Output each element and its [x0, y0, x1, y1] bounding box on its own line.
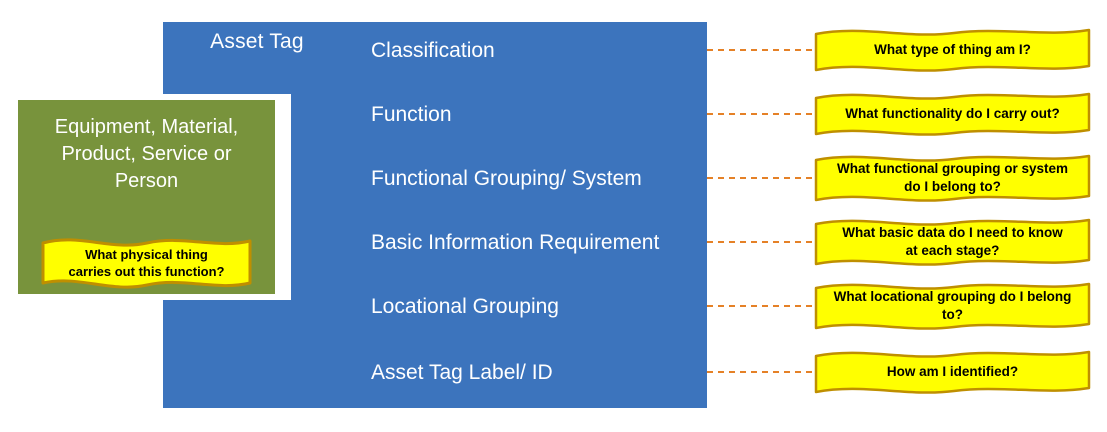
row-label-basic-information: Basic Information Requirement — [371, 230, 660, 254]
connector-functional-grouping — [707, 177, 817, 179]
row-bar-classification[interactable]: Classification — [351, 22, 707, 78]
question-ribbon-classification: What type of thing am I? — [814, 24, 1091, 76]
row-label-asset-tag-label: Asset Tag Label/ ID — [371, 360, 553, 384]
ribbon-shape-icon — [814, 92, 1091, 136]
row-bar-basic-information[interactable]: Basic Information Requirement — [351, 214, 707, 270]
row-bar-functional-grouping[interactable]: Functional Grouping/ System — [351, 150, 707, 206]
question-ribbon-function: What functionality do I carry out? — [814, 88, 1091, 140]
question-ribbon-functional-grouping: What functional grouping or system do I … — [814, 150, 1091, 206]
ribbon-shape-icon — [814, 350, 1091, 394]
page-title: Asset Tag — [210, 30, 304, 53]
row-label-locational-grouping: Locational Grouping — [371, 294, 559, 318]
connector-classification — [707, 49, 817, 51]
question-ribbon-asset-tag-label: How am I identified? — [814, 346, 1091, 398]
connector-asset-tag-label — [707, 371, 817, 373]
ribbon-shape-icon — [41, 238, 252, 289]
row-bar-function[interactable]: Function — [351, 86, 707, 142]
row-label-function: Function — [371, 102, 452, 126]
connector-function — [707, 113, 817, 115]
row-label-functional-grouping: Functional Grouping/ System — [371, 166, 642, 190]
row-bar-asset-tag-label[interactable]: Asset Tag Label/ ID — [351, 344, 707, 400]
row-label-classification: Classification — [371, 38, 495, 62]
connector-basic-information — [707, 241, 817, 243]
connector-locational-grouping — [707, 305, 817, 307]
physical-thing-label: Equipment, Material, Product, Service or… — [54, 116, 239, 192]
question-ribbon-locational-grouping: What locational grouping do I belong to? — [814, 278, 1091, 334]
row-bar-locational-grouping[interactable]: Locational Grouping — [351, 278, 707, 334]
question-ribbon-basic-information: What basic data do I need to know at eac… — [814, 214, 1091, 270]
ribbon-shape-icon — [814, 154, 1091, 202]
physical-thing-question-ribbon: What physical thing carries out this fun… — [40, 232, 253, 294]
ribbon-shape-icon — [814, 28, 1091, 72]
ribbon-shape-icon — [814, 218, 1091, 266]
ribbon-shape-icon — [814, 282, 1091, 330]
